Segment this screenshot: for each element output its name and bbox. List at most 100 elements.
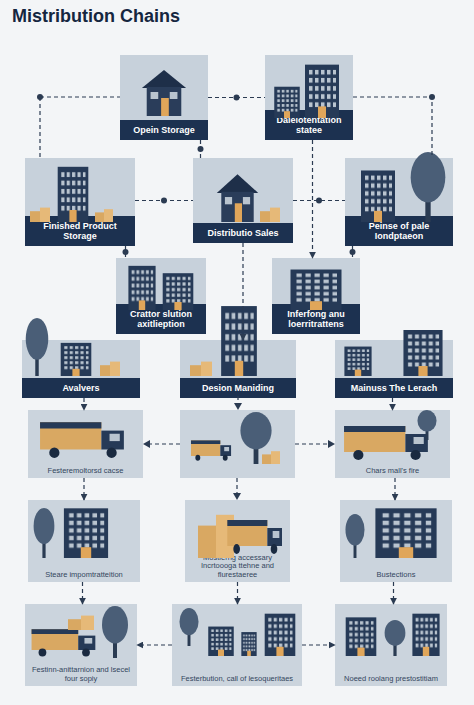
diagram-title: Mistribution Chains [12,6,180,27]
step-card: Festeremoltorsd cacse [28,410,143,478]
truck-icon [32,629,96,656]
dashed-line [353,97,432,158]
tree-icon [240,412,271,464]
arrow-head [233,493,241,500]
building-icon [128,266,155,310]
card-label: Finished Product Storage [25,216,135,246]
step-card: Chars mall's fire [335,410,450,478]
stage-card: Avalvers [22,340,140,398]
box-icon [100,362,120,376]
box-icon [262,451,280,464]
step-card: Bustections [340,500,452,582]
tree-icon [411,152,446,222]
frame-marks [37,94,435,500]
card-label: Festinn-anittarnion and lsecel four sopi… [25,664,137,686]
dashed-link [125,246,126,258]
card-label: Avalvers [22,378,140,398]
flow-arrow [237,582,238,604]
flow-arrow [83,398,84,410]
dashed-line [40,97,120,158]
connector-dot [123,249,129,255]
connector-dot [161,198,167,204]
dashed-line [236,478,237,495]
box-icon [190,362,212,376]
connector-dot [234,95,240,101]
building-icon [274,87,300,118]
step-card: Festerbution, call of lesoqueritaes [172,604,302,686]
dashed-link [352,246,353,258]
card-label: Desion Maniding [180,378,296,398]
truck-icon [227,520,282,554]
dashed-line [148,443,180,444]
tree-icon [179,608,198,646]
stage-card: Peinse of pale Iondptaeon [345,158,453,246]
flow-arrow [242,243,243,340]
flow-arrow [302,644,335,645]
step-card: Mostlerng accessary Incrtoooga ttehne an… [185,500,290,582]
arrow-head [143,440,150,448]
step-card: Noeed roolang prestostitiam [335,604,447,686]
building-icon [61,343,92,376]
building-icon [64,508,108,558]
dashed-link [200,140,201,158]
card-label: Bustections [340,569,452,583]
illustration-card [180,410,295,478]
dashed-line [295,443,330,444]
flow-arrow [312,140,313,258]
card-label: Mostlerng accessary Incrtoooga ttehne an… [185,552,290,583]
flow-arrow [393,582,394,604]
box-icon [30,208,50,222]
box-icon [198,515,234,558]
tree-icon [345,514,364,558]
house-icon [142,70,186,116]
dashed-link [208,97,265,98]
truck-icon [191,440,231,460]
building-icon [403,330,442,376]
flow-arrow [83,478,84,500]
building-icon [346,617,377,656]
card-label: Noeed roolang prestostitiam [335,673,447,687]
card-label: Inferfong anu loerritrattens [272,304,360,334]
card-label: Distributio Sales [193,223,293,243]
connector-dot [37,94,43,100]
step-card: Festinn-anittarnion and lsecel four sopi… [25,604,137,686]
building-icon [291,270,342,310]
building-icon [375,508,436,558]
truck-icon [344,426,428,460]
building-icon [344,347,371,376]
flow-arrow [394,478,395,500]
dashed-link [293,200,345,201]
stage-card: Desion Maniding [180,340,296,398]
card-label: Crattor slution axitlieption [116,304,206,334]
dashed-line [237,396,238,406]
box-icon [68,616,94,630]
card-label: Festeremoltorsd cacse [28,465,143,479]
building-icon [361,170,395,222]
dashed-link [135,200,193,201]
building-icon [412,614,439,656]
stage-card: Finished Product Storage [25,158,135,246]
building-icon [305,65,339,118]
stage-card: Inferfong anu loerritrattens [272,258,360,334]
building-icon [265,614,296,656]
building-icon [208,627,234,656]
stage-card: Mainuss The Lerach [335,340,453,398]
flow-arrow [392,398,393,410]
building-icon [58,167,89,222]
tree-icon [417,410,436,440]
connector-dot [198,146,204,152]
flow-arrow [137,644,172,645]
tree-icon [102,606,128,658]
connector-dot [350,249,356,255]
box-icon [260,208,280,222]
card-label: Mainuss The Lerach [335,378,453,398]
step-card: Steare impomtratteition [28,500,140,582]
stage-card: Dalelotentation statee [265,55,353,140]
stage-card: Distributio Sales [193,158,293,243]
arrow-head [234,403,242,410]
house-icon [217,174,258,222]
card-label: Chars mall's fire [335,465,450,479]
frame-lines [40,97,432,495]
